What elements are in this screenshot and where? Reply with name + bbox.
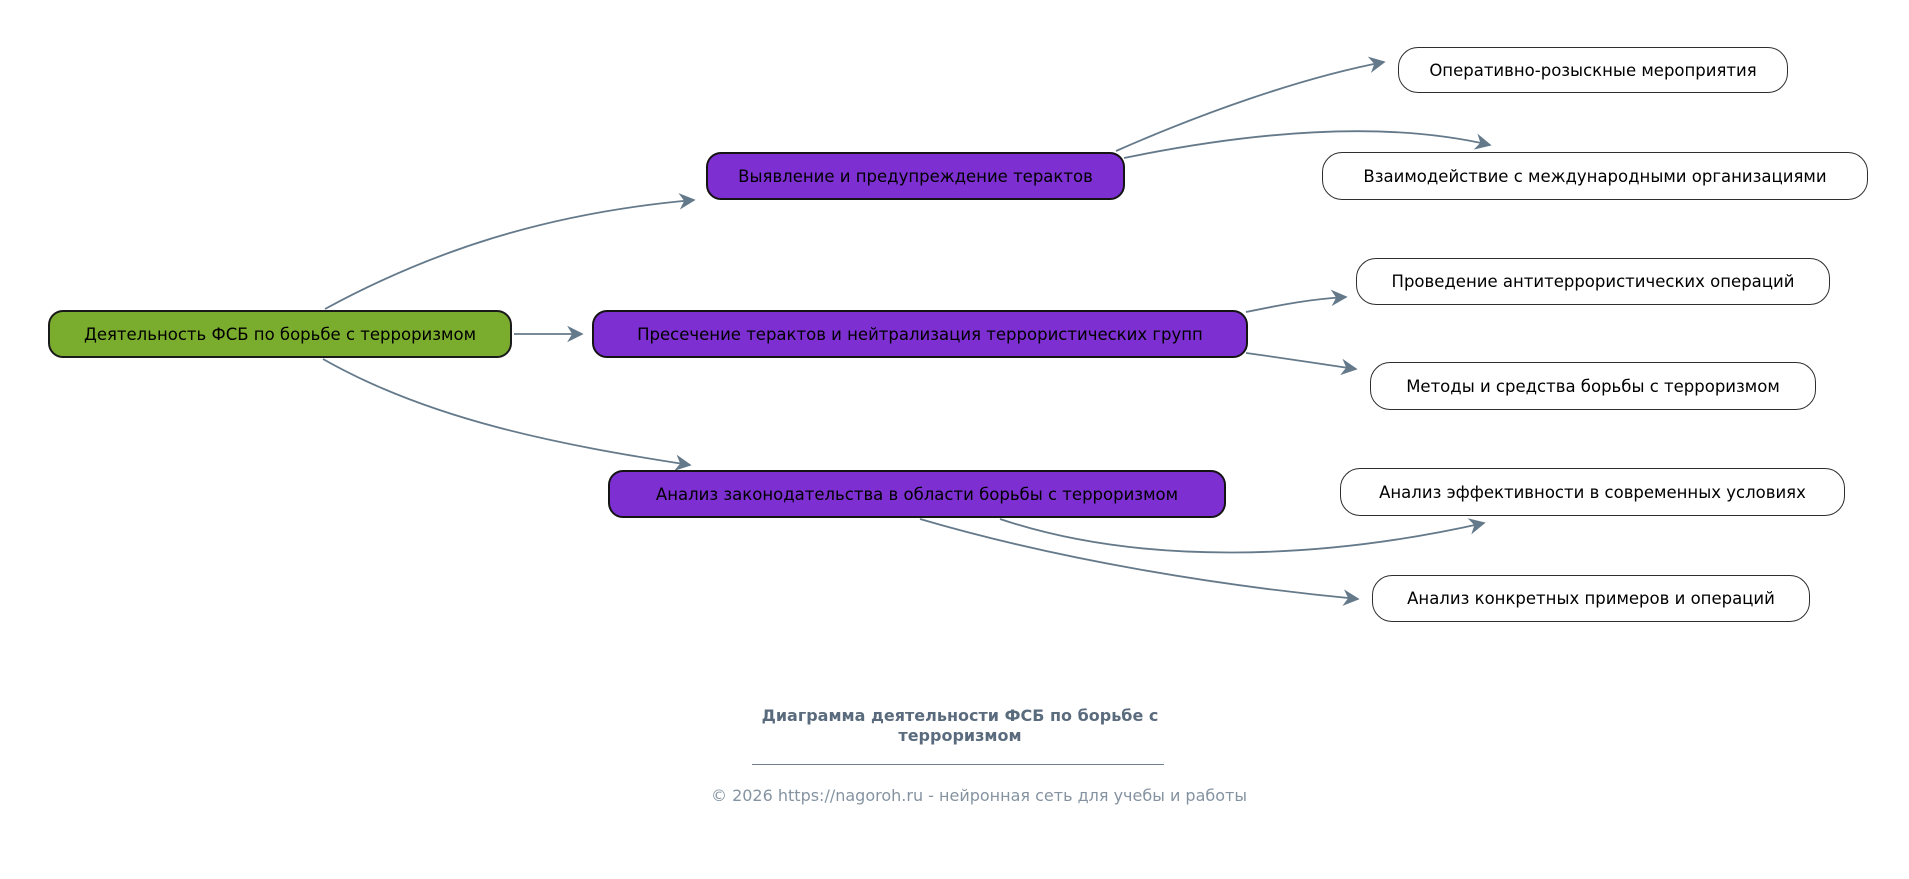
- node-branch-3-label: Анализ законодательства в области борьбы…: [655, 484, 1179, 504]
- node-branch-1: Выявление и предупреждение терактов: [706, 152, 1125, 200]
- node-leaf-3-2-label: Анализ конкретных примеров и операций: [1407, 589, 1775, 608]
- edge-branch-2-leaf-2: [1245, 352, 1358, 376]
- copyright-text: © 2026 https://nagoroh.ru - нейронная се…: [710, 786, 1247, 805]
- edge-root-branch-1: [324, 193, 696, 310]
- edge-branch-1-leaf-2: [1123, 130, 1492, 159]
- node-leaf-2-2: Методы и средства борьбы с терроризмом: [1370, 362, 1816, 410]
- edge-branch-2-leaf-1: [1245, 289, 1348, 313]
- node-leaf-1-2: Взаимодействие с международными организа…: [1322, 152, 1868, 200]
- node-root: Деятельность ФСБ по борьбе с терроризмом: [48, 310, 512, 358]
- node-branch-2: Пресечение терактов и нейтрализация терр…: [592, 310, 1248, 358]
- edge-branch-1-leaf-1: [1115, 56, 1386, 152]
- node-leaf-3-1-label: Анализ эффективности в современных услов…: [1379, 482, 1806, 502]
- node-branch-2-label: Пресечение терактов и нейтрализация терр…: [637, 324, 1203, 344]
- node-branch-1-label: Выявление и предупреждение терактов: [738, 166, 1093, 186]
- node-leaf-2-1-label: Проведение антитеррористических операций: [1391, 272, 1795, 291]
- footer-divider: [752, 764, 1164, 765]
- edge-branch-3-leaf-1: [999, 518, 1486, 554]
- edge-branch-3-leaf-2: [919, 518, 1360, 606]
- node-leaf-2-1: Проведение антитеррористических операций: [1356, 258, 1830, 305]
- node-branch-3: Анализ законодательства в области борьбы…: [608, 470, 1226, 518]
- node-leaf-1-1: Оперативно-розыскные мероприятия: [1398, 47, 1788, 93]
- diagram-title: Диаграмма деятельности ФСБ по борьбе с т…: [761, 706, 1159, 745]
- node-leaf-3-2: Анализ конкретных примеров и операций: [1372, 575, 1810, 622]
- node-root-label: Деятельность ФСБ по борьбе с терроризмом: [83, 324, 477, 344]
- node-leaf-2-2-label: Методы и средства борьбы с терроризмом: [1406, 376, 1780, 396]
- node-leaf-3-1: Анализ эффективности в современных услов…: [1340, 468, 1845, 516]
- edge-root-branch-3: [322, 358, 692, 471]
- node-leaf-1-1-label: Оперативно-розыскные мероприятия: [1429, 60, 1757, 80]
- node-leaf-1-2-label: Взаимодействие с международными организа…: [1363, 166, 1827, 186]
